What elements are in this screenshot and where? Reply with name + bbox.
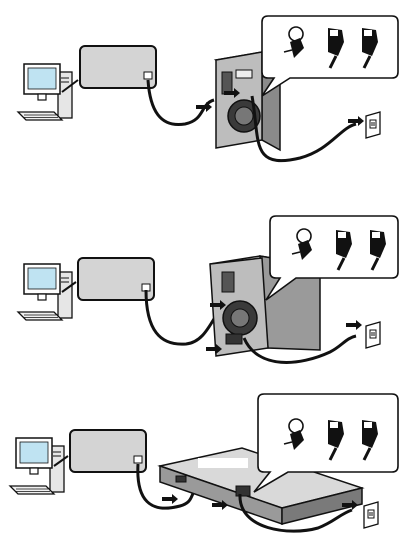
wall-outlet-icon xyxy=(364,502,378,528)
computer-icon xyxy=(18,264,72,320)
panel-rackmount xyxy=(10,394,398,531)
computer-icon xyxy=(10,438,64,494)
network-cable xyxy=(148,80,214,125)
callout-bubble-icon xyxy=(262,16,398,96)
wall-outlet-icon xyxy=(366,322,380,348)
wall-outlet-icon xyxy=(366,112,380,138)
computer-icon xyxy=(18,64,72,120)
hub-icon xyxy=(80,46,156,88)
panel-tower-b xyxy=(18,216,398,362)
panel-tower-a xyxy=(18,16,398,161)
hub-icon xyxy=(70,430,146,472)
arrow-icon xyxy=(162,494,178,504)
hub-icon xyxy=(78,258,154,300)
arrow-icon xyxy=(346,320,362,330)
